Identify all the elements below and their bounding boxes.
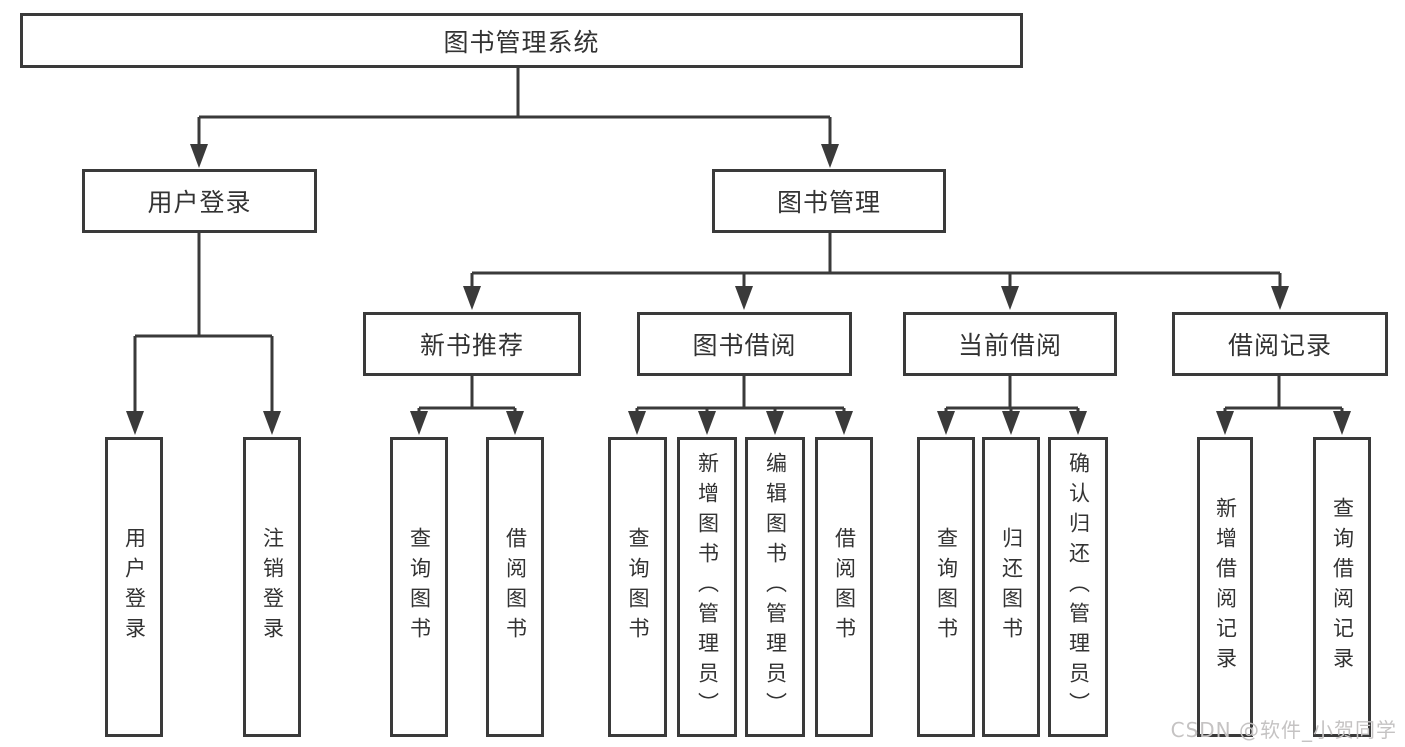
leaf-records-add-record: 新增借阅记录 bbox=[1197, 437, 1253, 737]
leaf-logout-label: 注销登录 bbox=[260, 527, 285, 647]
leaf-current-return-books: 归还图书 bbox=[982, 437, 1040, 737]
node-user-login: 用户登录 bbox=[82, 169, 317, 233]
leaf-records-add-record-label: 新增借阅记录 bbox=[1213, 497, 1238, 677]
leaf-logout: 注销登录 bbox=[243, 437, 301, 737]
leaf-recommend-borrow-books-label: 借阅图书 bbox=[503, 527, 528, 647]
node-book-borrowing: 图书借阅 bbox=[637, 312, 852, 376]
leaf-recommend-query-books: 查询图书 bbox=[390, 437, 448, 737]
watermark: CSDN @软件_小贺同学 bbox=[1170, 718, 1397, 742]
leaf-recommend-borrow-books: 借阅图书 bbox=[486, 437, 544, 737]
leaf-borrowing-add-books-admin: 新增图书（管理员） bbox=[677, 437, 737, 737]
leaf-borrowing-add-books-admin-label: 新增图书（管理员） bbox=[695, 452, 720, 722]
leaf-recommend-query-books-label: 查询图书 bbox=[407, 527, 432, 647]
leaf-borrowing-query-books: 查询图书 bbox=[608, 437, 667, 737]
leaf-user-login: 用户登录 bbox=[105, 437, 163, 737]
leaf-records-query-record: 查询借阅记录 bbox=[1313, 437, 1371, 737]
leaf-current-query-books-label: 查询图书 bbox=[934, 527, 959, 647]
node-book-management: 图书管理 bbox=[712, 169, 946, 233]
node-current-borrowing: 当前借阅 bbox=[903, 312, 1117, 376]
leaf-current-return-books-label: 归还图书 bbox=[999, 527, 1024, 647]
node-borrowing-records: 借阅记录 bbox=[1172, 312, 1388, 376]
leaf-borrowing-borrow-books: 借阅图书 bbox=[815, 437, 873, 737]
leaf-borrowing-edit-books-admin-label: 编辑图书（管理员） bbox=[763, 452, 788, 722]
leaf-current-query-books: 查询图书 bbox=[917, 437, 975, 737]
leaf-borrowing-borrow-books-label: 借阅图书 bbox=[832, 527, 857, 647]
node-root: 图书管理系统 bbox=[20, 13, 1023, 68]
leaf-current-confirm-return-admin: 确认归还（管理员） bbox=[1048, 437, 1108, 737]
leaf-borrowing-query-books-label: 查询图书 bbox=[626, 527, 650, 647]
leaf-user-login-label: 用户登录 bbox=[122, 527, 147, 647]
leaf-records-query-record-label: 查询借阅记录 bbox=[1330, 497, 1355, 677]
leaf-current-confirm-return-admin-label: 确认归还（管理员） bbox=[1066, 452, 1091, 722]
node-new-book-recommend: 新书推荐 bbox=[363, 312, 581, 376]
leaf-borrowing-edit-books-admin: 编辑图书（管理员） bbox=[745, 437, 805, 737]
